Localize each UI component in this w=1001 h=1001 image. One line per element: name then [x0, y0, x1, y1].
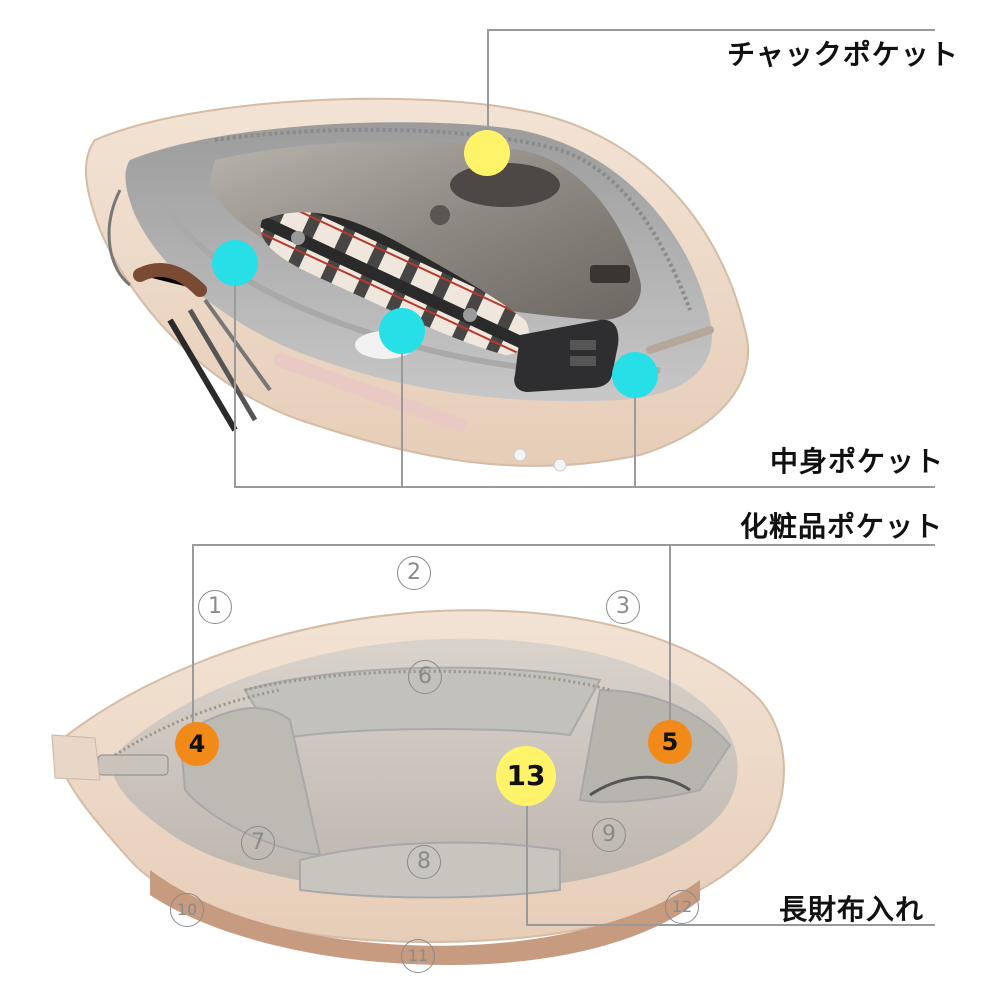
- top-bag-illustration: [84, 97, 750, 472]
- pocket-number-7: 7: [241, 826, 275, 860]
- inner-pocket-marker-1: [212, 240, 258, 286]
- label-inner-pocket: 中身ポケット: [770, 445, 945, 478]
- pocket-number-10: 10: [170, 893, 204, 927]
- pocket-number-9: 9: [592, 818, 626, 852]
- pocket-number-1: 1: [198, 590, 232, 624]
- inner-pocket-marker-3: [612, 352, 658, 398]
- label-zip-pocket: チャックポケット: [727, 38, 959, 71]
- pocket-number-3: 3: [606, 590, 640, 624]
- label-cosmetic-pocket: 化粧品ポケット: [740, 510, 944, 543]
- zip-pocket-marker: [464, 130, 510, 176]
- pocket-number-8: 8: [407, 845, 441, 879]
- pocket-badge-4: 4: [175, 722, 219, 766]
- pocket-number-6: 6: [408, 660, 442, 694]
- pocket-number-11: 11: [401, 939, 435, 973]
- pocket-badge-5: 5: [648, 720, 692, 764]
- label-long-wallet: 長財布入れ: [779, 893, 925, 926]
- pocket-number-2: 2: [397, 556, 431, 590]
- callout-lines: [192, 29, 935, 926]
- pocket-badge-13: 13: [496, 746, 556, 806]
- inner-pocket-marker-2: [379, 308, 425, 354]
- pocket-number-12: 12: [665, 890, 699, 924]
